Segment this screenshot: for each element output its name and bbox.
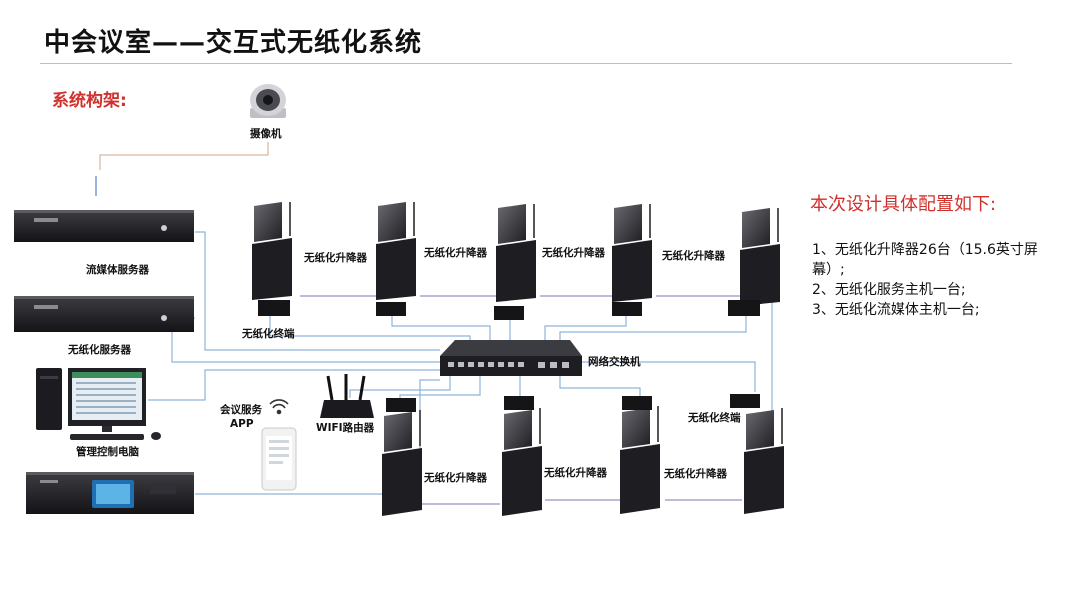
config-item: 3、无纸化流媒体主机一台; — [812, 302, 980, 318]
wifi-router-icon — [320, 374, 374, 418]
connection-lines — [95, 142, 773, 505]
config-heading: 本次设计具体配置如下: — [810, 194, 997, 215]
lift-device-icon — [252, 202, 292, 300]
lift-device-icon — [502, 408, 542, 516]
paperless-server-label: 无纸化服务器 — [68, 344, 131, 356]
lift-device-icon — [744, 408, 784, 514]
admin-pc-icon — [36, 368, 161, 440]
lift-device-icon — [620, 406, 660, 514]
lift-label: 无纸化升降器 — [304, 252, 367, 264]
admin-pc-label: 管理控制电脑 — [76, 446, 139, 458]
page-title: 中会议室——交互式无纸化系统 — [44, 28, 423, 58]
paperless-server-icon — [14, 296, 194, 332]
lift-device-icon — [496, 204, 536, 302]
config-list: 1、无纸化升降器26台（15.6英寸屏幕）; 2、无纸化服务主机一台; 3、无纸… — [812, 240, 1040, 320]
config-item: 1、无纸化升降器26台（15.6英寸屏幕）; — [812, 242, 1038, 278]
app-label-line1: 会议服务 — [220, 404, 262, 416]
camera-icon — [250, 84, 286, 118]
terminal-box-icon — [258, 300, 760, 320]
lift-label: 无纸化升降器 — [544, 467, 607, 479]
config-item: 2、无纸化服务主机一台; — [812, 282, 966, 298]
lift-label: 无纸化升降器 — [662, 250, 725, 262]
app-label-line2: APP — [230, 418, 254, 430]
wifi-signal-icon — [269, 399, 289, 415]
lift-device-icon — [740, 208, 780, 306]
streaming-server-icon — [14, 210, 194, 242]
lift-label: 无纸化升降器 — [424, 247, 487, 259]
central-control-unit-icon — [26, 472, 194, 514]
lift-device-icon — [376, 202, 416, 300]
architecture-label: 系统构架: — [52, 91, 127, 111]
lift-label: 无纸化升降器 — [664, 468, 727, 480]
lift-device-icon — [612, 204, 652, 302]
router-label: WIFI路由器 — [316, 422, 375, 434]
lift-device-icon — [382, 410, 422, 516]
network-switch-icon — [440, 340, 582, 376]
mobile-app-icon — [261, 427, 297, 491]
lift-label: 无纸化升降器 — [542, 247, 605, 259]
title-divider — [40, 63, 1012, 64]
streaming-server-label: 流媒体服务器 — [86, 264, 149, 276]
terminal-box-icon — [386, 394, 760, 412]
terminal-label: 无纸化终端 — [688, 412, 741, 424]
terminal-label: 无纸化终端 — [242, 328, 295, 340]
switch-label: 网络交换机 — [588, 356, 641, 368]
camera-label: 摄像机 — [250, 128, 282, 140]
lift-label: 无纸化升降器 — [424, 472, 487, 484]
